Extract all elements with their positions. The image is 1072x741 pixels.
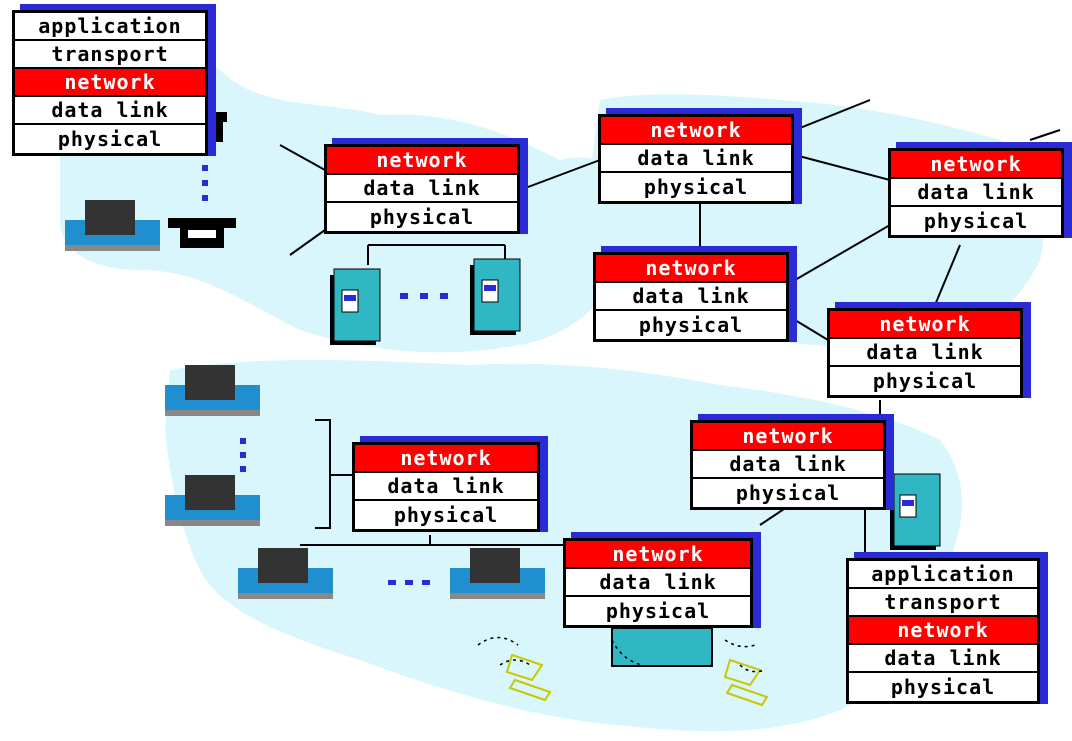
layer-physical: physical [923,209,1029,233]
layer-network: network [830,311,1020,339]
layer-data-link: data link [830,339,1020,367]
layer-data-link: data link [891,179,1061,207]
links [279,99,1061,555]
layer-network: network [891,151,1061,179]
layer-application: application [15,13,205,41]
layer-data-link: data link [566,569,750,597]
ellipsis-dots [202,165,448,585]
server-tower-icon [890,473,941,550]
server-tower-icon [330,268,381,345]
server-tower-icon [470,258,521,335]
layer-network: network [596,255,786,283]
desktop-computer-icon [165,475,260,526]
wireless-waves [477,636,766,673]
layer-transport: transport [849,589,1037,617]
layer-physical: physical [643,175,749,199]
layer-network: network [15,69,205,97]
layer-physical: physical [890,675,996,699]
desktop-computer-icon [450,548,545,599]
layer-physical: physical [57,127,163,151]
layer-physical: physical [393,503,499,527]
layer-physical: physical [369,205,475,229]
layer-network: network [849,617,1037,645]
layer-network: network [355,445,537,473]
desktop-computer-icon [238,548,333,599]
desktop-computer-icon [165,365,260,416]
base-station-box [611,627,713,667]
layer-data-link: data link [849,645,1037,673]
layer-physical: physical [872,369,978,393]
layer-network: network [566,541,750,569]
layer-application: application [849,561,1037,589]
layer-network: network [693,423,883,451]
layer-physical: physical [605,599,711,623]
layer-data-link: data link [601,145,791,173]
layer-network: network [601,117,791,145]
layer-transport: transport [15,41,205,69]
layer-data-link: data link [596,283,786,311]
desktop-computer-icon [65,200,160,251]
layer-data-link: data link [693,451,883,479]
layer-network: network [327,147,517,175]
layer-data-link: data link [15,97,205,125]
layer-physical: physical [735,481,841,505]
layer-data-link: data link [355,473,537,501]
telephone-icon [168,218,236,248]
layer-data-link: data link [327,175,517,203]
wireless-laptop-icon [505,653,769,707]
layer-physical: physical [638,313,744,337]
